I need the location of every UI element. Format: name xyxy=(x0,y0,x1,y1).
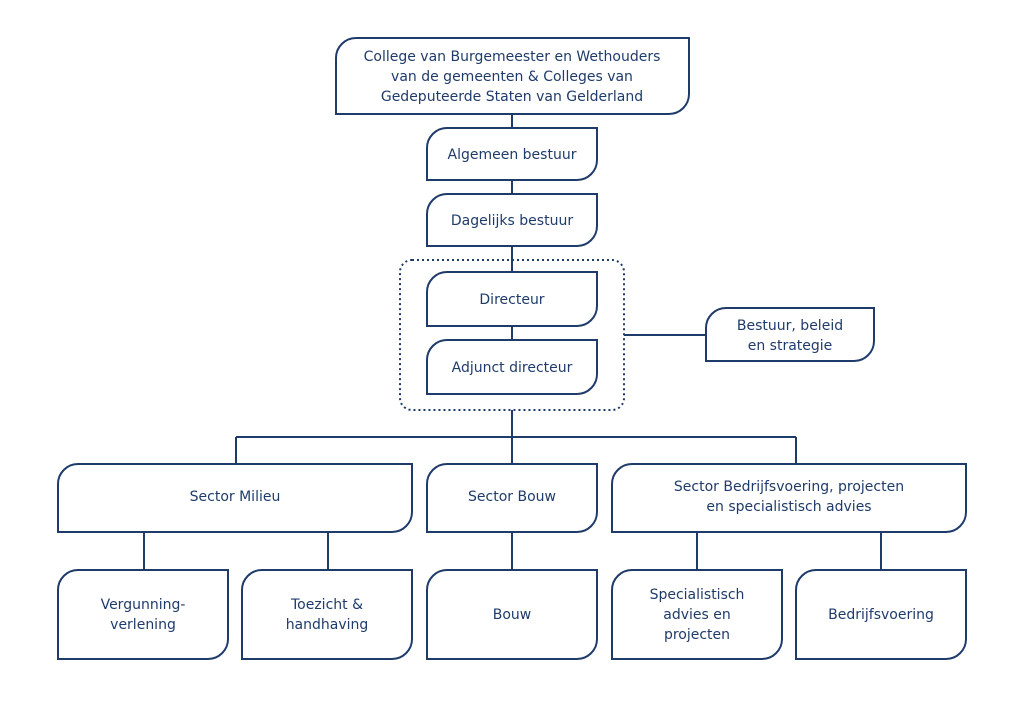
toezicht-handhaving-label: Toezicht & handhaving xyxy=(286,597,369,633)
label-line: advies en xyxy=(663,607,730,623)
label-line: Sector Milieu xyxy=(190,489,281,505)
label-line: Toezicht & xyxy=(290,597,363,613)
label-line: Bedrijfsvoering xyxy=(828,607,934,623)
label-line: Sector Bouw xyxy=(468,489,556,505)
label-line: Specialistisch xyxy=(650,587,745,603)
label-line: Sector Bedrijfsvoering, projecten xyxy=(674,479,904,495)
label-line: verlening xyxy=(110,617,176,633)
bouw-label: Bouw xyxy=(493,607,532,623)
sector-bedrijfsvoering-label: Sector Bedrijfsvoering, projecten en spec… xyxy=(674,479,904,515)
college-label: College van Burgemeester en Wethouders va… xyxy=(364,49,661,105)
sector-bouw-label: Sector Bouw xyxy=(468,489,556,505)
label-line: Vergunning- xyxy=(101,597,186,613)
label-line: en specialistisch advies xyxy=(706,499,871,515)
vergunningverlening-label: Vergunning-verlening xyxy=(101,597,186,633)
label-line: van de gemeenten & Colleges van xyxy=(391,69,633,85)
label-line: handhaving xyxy=(286,617,369,633)
connectors xyxy=(143,114,882,570)
algemeen-bestuur-box xyxy=(426,127,598,181)
label-line: Adjunct directeur xyxy=(452,360,573,376)
sector-bouw-box xyxy=(426,463,598,533)
label-line: Bestuur, beleid xyxy=(737,318,843,334)
bestuur-beleid-label: Bestuur, beleid en strategie xyxy=(737,318,843,354)
label-line: Gedeputeerde Staten van Gelderland xyxy=(381,89,643,105)
management-group xyxy=(399,259,625,411)
bouw-box xyxy=(426,569,598,660)
specialistisch-advies-box xyxy=(611,569,783,660)
sector-bedrijfsvoering-box xyxy=(611,463,967,533)
label-line: Dagelijks bestuur xyxy=(451,213,573,229)
dagelijks-bestuur-label: Dagelijks bestuur xyxy=(451,213,573,229)
algemeen-bestuur-label: Algemeen bestuur xyxy=(448,147,577,163)
dagelijks-bestuur-box xyxy=(426,193,598,247)
adjunct-directeur-box xyxy=(426,339,598,395)
directeur-box xyxy=(426,271,598,327)
label-line: Directeur xyxy=(479,292,544,308)
specialistisch-advies-label: Specialistisch advies en projecten xyxy=(650,587,745,643)
directeur-label: Directeur xyxy=(479,292,544,308)
bedrijfsvoering-label: Bedrijfsvoering xyxy=(828,607,934,623)
label-line: projecten xyxy=(664,627,730,643)
sector-milieu-label: Sector Milieu xyxy=(190,489,281,505)
label-line: Bouw xyxy=(493,607,532,623)
sector-milieu-box xyxy=(57,463,413,533)
bedrijfsvoering-box xyxy=(795,569,967,660)
college-box xyxy=(335,37,690,115)
adjunct-directeur-label: Adjunct directeur xyxy=(452,360,573,376)
bestuur-beleid-box xyxy=(705,307,875,362)
label-line: Algemeen bestuur xyxy=(448,147,577,163)
toezicht-handhaving-box xyxy=(241,569,413,660)
label-line: en strategie xyxy=(748,338,833,354)
label-line: College van Burgemeester en Wethouders xyxy=(364,49,661,65)
vergunningverlening-box xyxy=(57,569,229,660)
